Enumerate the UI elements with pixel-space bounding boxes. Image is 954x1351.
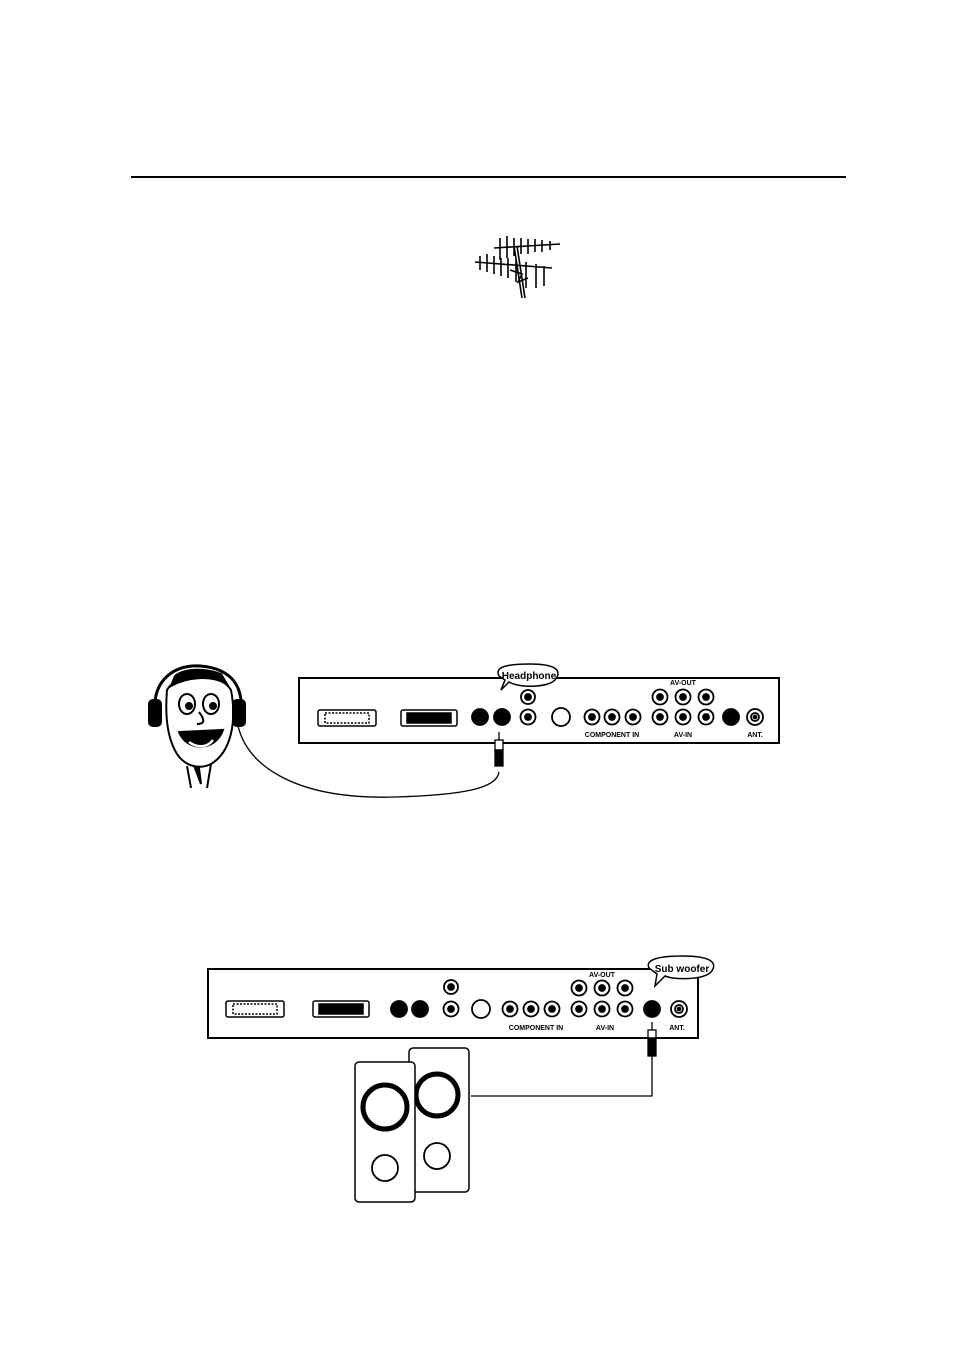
tv-rear-panel: COMPONENT IN AV-OUT AV-IN ANT. <box>299 678 779 743</box>
header-rule <box>131 176 846 178</box>
label-ant: ANT. <box>669 1025 685 1032</box>
label-ant: ANT. <box>747 732 763 739</box>
subwoofer-speaker-icon <box>355 1048 469 1202</box>
label-av-in: AV-IN <box>674 732 692 739</box>
headphone-callout-text: Headphone <box>502 671 557 682</box>
label-av-out: AV-OUT <box>589 972 616 979</box>
subwoofer-jack <box>644 1001 660 1017</box>
label-component-in: COMPONENT IN <box>509 1025 563 1032</box>
tv-antenna-icon <box>470 232 565 302</box>
headphone-jack <box>494 709 510 725</box>
headphone-connection-diagram: COMPONENT IN AV-OUT AV-IN ANT. Headphone <box>135 660 785 800</box>
headphone-jack <box>412 1001 428 1017</box>
label-av-in: AV-IN <box>596 1025 614 1032</box>
s-video-port <box>552 708 570 726</box>
label-component-in: COMPONENT IN <box>585 732 639 739</box>
subwoofer-jack <box>723 709 739 725</box>
man-with-headphones-icon <box>149 666 245 788</box>
audio-jack <box>472 709 488 725</box>
audio-jack <box>391 1001 407 1017</box>
subwoofer-callout-text: Sub woofer <box>655 964 710 975</box>
tv-rear-panel: COMPONENT IN AV-OUT AV-IN ANT. <box>208 969 698 1038</box>
s-video-port <box>472 1000 490 1018</box>
subwoofer-cable <box>471 1056 652 1096</box>
subwoofer-connection-diagram: COMPONENT IN AV-OUT AV-IN ANT. Sub woofe… <box>205 956 725 1208</box>
label-av-out: AV-OUT <box>670 680 697 687</box>
